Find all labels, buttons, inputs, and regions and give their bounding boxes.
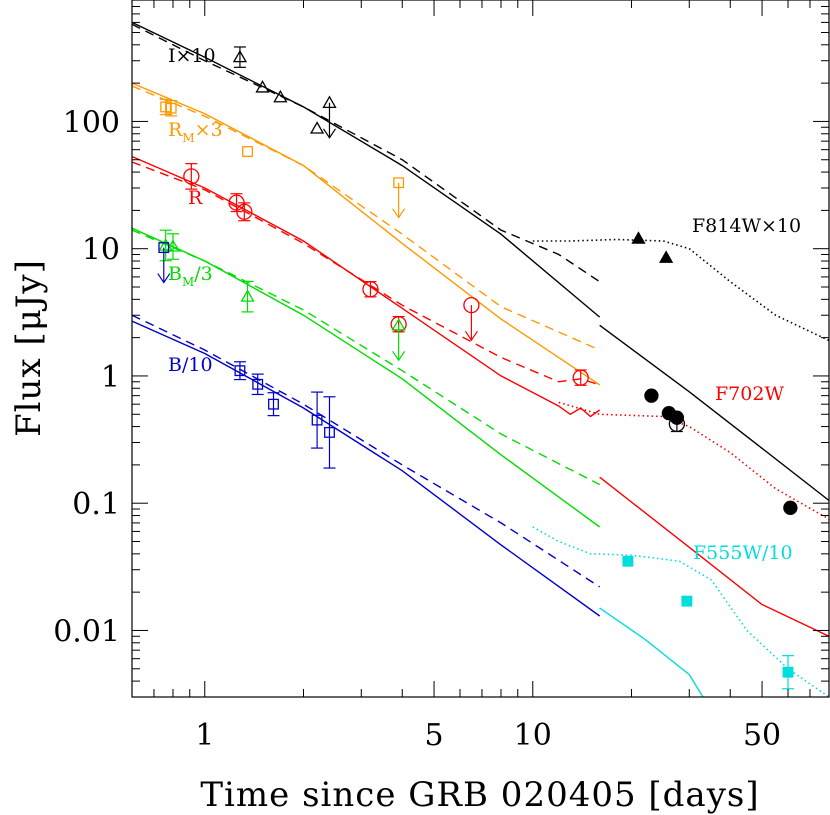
point-b-4 bbox=[311, 391, 324, 449]
point-i-3 bbox=[309, 121, 325, 134]
y-tick-label: 10 bbox=[82, 233, 120, 268]
point-i-2 bbox=[273, 89, 288, 103]
point-r-6 bbox=[572, 369, 589, 386]
point-f702w-3 bbox=[668, 415, 686, 433]
label-f555w: F555W/10 bbox=[693, 542, 793, 564]
model-r_m-dash-0 bbox=[131, 85, 600, 351]
model-f555w-solid-0 bbox=[599, 607, 704, 698]
x-axis-label: Time since GRB 020405 [days] bbox=[200, 775, 759, 815]
point-i-0 bbox=[232, 46, 248, 68]
plot-frame bbox=[131, 0, 830, 698]
point-f702w-4 bbox=[783, 500, 798, 515]
model-r-solid-0 bbox=[131, 155, 601, 418]
model-r-dash-0 bbox=[131, 161, 600, 386]
axis-ticks: 1 5 10 50 100 10 1 0.1 0.01 bbox=[53, 0, 830, 753]
x-tick-label: 5 bbox=[424, 718, 443, 753]
point-f814w-0 bbox=[631, 231, 646, 244]
point-f814w-1 bbox=[659, 250, 674, 263]
point-r_m-2 bbox=[242, 146, 253, 157]
model-b_m-dash-0 bbox=[131, 229, 601, 486]
point-r_m-1 bbox=[165, 99, 178, 117]
model-r-solid-1 bbox=[599, 476, 830, 637]
point-f555w-0 bbox=[622, 555, 634, 567]
label-bm: BM/3 bbox=[168, 263, 213, 289]
label-r: R bbox=[188, 187, 203, 209]
point-i-1 bbox=[255, 80, 270, 93]
point-r_m-3 bbox=[392, 177, 406, 219]
point-b-3 bbox=[267, 392, 280, 417]
point-b-2 bbox=[251, 373, 264, 396]
point-b-1 bbox=[233, 361, 246, 381]
point-r_m-0 bbox=[159, 98, 172, 116]
point-b_m-3 bbox=[391, 317, 406, 362]
model-f555w-dot-0 bbox=[532, 526, 830, 698]
series-labels: I×10 RM×3 R BM/3 B/10 F814W×10 F702W F55… bbox=[168, 45, 801, 564]
y-tick-label: 1 bbox=[101, 360, 120, 395]
point-b-5 bbox=[323, 396, 336, 469]
point-r-0 bbox=[183, 163, 200, 190]
point-f555w-2 bbox=[782, 655, 795, 690]
model-i-solid-1 bbox=[599, 324, 830, 502]
label-i: I×10 bbox=[168, 45, 216, 67]
x-tick-label: 50 bbox=[743, 718, 781, 753]
label-rm: RM×3 bbox=[168, 119, 223, 145]
model-curves bbox=[131, 21, 830, 698]
y-tick-label: 0.1 bbox=[72, 487, 120, 522]
x-tick-label: 1 bbox=[195, 718, 214, 753]
model-i-dot-0 bbox=[532, 238, 830, 342]
label-b: B/10 bbox=[168, 354, 213, 376]
y-tick-label: 100 bbox=[63, 105, 120, 140]
model-b-dash-0 bbox=[131, 314, 601, 588]
point-i-4 bbox=[322, 95, 337, 139]
point-b_m-1 bbox=[165, 233, 181, 260]
data-points bbox=[157, 46, 798, 690]
model-r_m-solid-0 bbox=[131, 82, 601, 386]
y-axis-label: Flux [μJy] bbox=[9, 259, 49, 437]
label-f702w: F702W bbox=[715, 383, 784, 405]
model-b-solid-0 bbox=[131, 320, 601, 617]
label-f814w: F814W×10 bbox=[692, 215, 801, 237]
model-r-dot-0 bbox=[558, 401, 830, 520]
point-r-2 bbox=[236, 202, 253, 222]
point-r-3 bbox=[362, 281, 379, 298]
point-f702w-0 bbox=[644, 388, 659, 403]
point-r-5 bbox=[463, 297, 480, 342]
point-b_m-2 bbox=[240, 280, 255, 313]
model-i-dash-0 bbox=[131, 23, 601, 283]
y-tick-label: 0.01 bbox=[53, 614, 120, 649]
point-b-0 bbox=[157, 242, 171, 284]
point-f555w-1 bbox=[681, 595, 693, 607]
x-tick-label: 10 bbox=[514, 718, 552, 753]
model-i-solid-0 bbox=[131, 21, 601, 318]
